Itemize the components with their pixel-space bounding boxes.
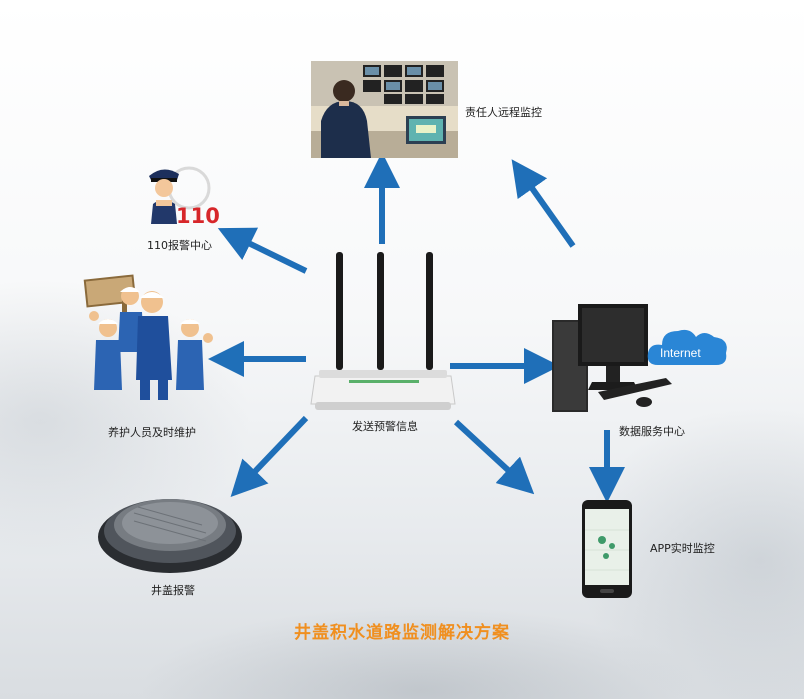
maintenance-label: 养护人员及时维护 xyxy=(108,426,196,439)
arrow-data-center-to-cloud xyxy=(511,159,576,248)
police-badge-number: 110 xyxy=(176,204,220,228)
remote-monitoring-image xyxy=(311,61,458,158)
police-icon xyxy=(149,166,211,224)
router-icon xyxy=(310,252,456,410)
smartphone-app-icon xyxy=(582,500,632,598)
manhole-alarm-label: 井盖报警 xyxy=(151,584,195,597)
arrow-to-app-phone xyxy=(453,419,535,495)
app-monitor-label: APP实时监控 xyxy=(650,542,715,555)
internet-cloud-icon xyxy=(647,329,727,365)
diagram-title: 井盖积水道路监测解决方案 xyxy=(294,623,510,643)
maintenance-workers-icon xyxy=(83,274,213,400)
router-label: 发送预警信息 xyxy=(352,420,418,433)
arrow-to-manhole xyxy=(230,415,309,498)
police-center-label: 110报警中心 xyxy=(147,239,212,252)
data-center-computer-icon xyxy=(552,304,672,412)
internet-label: Internet xyxy=(660,346,701,360)
arrow-to-police xyxy=(217,227,308,274)
manhole-cover-icon xyxy=(98,499,242,573)
data-center-label: 数据服务中心 xyxy=(619,425,685,438)
remote-monitor-label: 责任人远程监控 xyxy=(465,106,542,119)
